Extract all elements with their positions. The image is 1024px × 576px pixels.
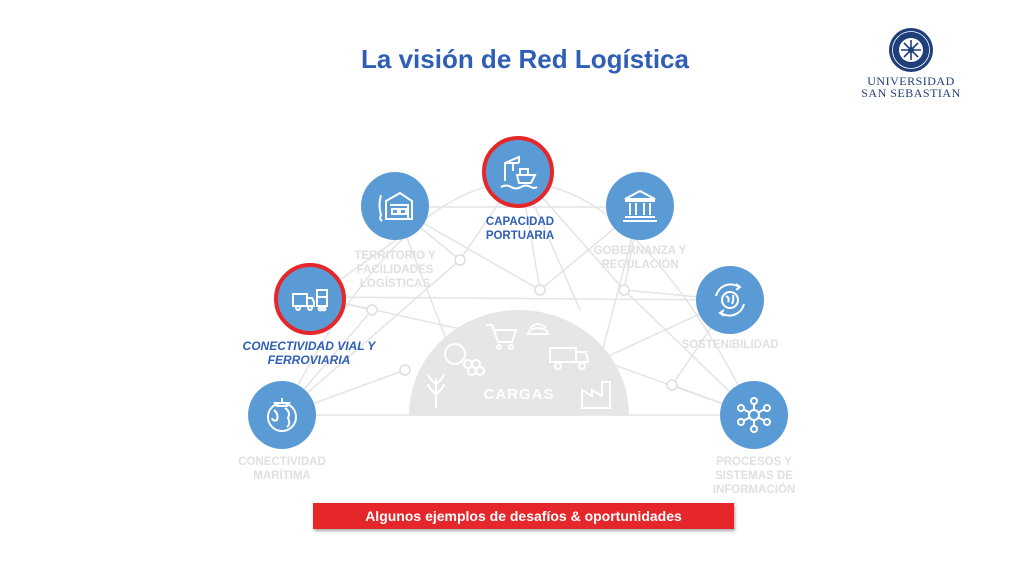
port-crane-icon <box>500 155 538 190</box>
node-conectividad-vial <box>274 263 346 335</box>
label-capacidad-portuaria: CAPACIDAD PORTUARIA <box>485 216 555 242</box>
cargo-icons <box>427 323 611 409</box>
page-title: La visión de Red Logística <box>361 44 689 74</box>
truck-train-icon <box>292 289 328 312</box>
node-gobernanza <box>606 172 674 240</box>
label-sostenibilidad: SOSTENIBILIDAD <box>681 339 779 351</box>
warehouse-icon <box>378 191 413 222</box>
recycle-globe-icon <box>715 283 745 317</box>
label-procesos: PROCESOS Y SISTEMAS DE INFORMACIÓN <box>712 456 796 496</box>
network-hub-icon <box>737 397 771 433</box>
node-conectividad-maritima <box>248 381 316 449</box>
node-procesos <box>720 381 788 449</box>
label-territorio: TERRITORIO Y FACILIDADES LOGÍSTICAS <box>354 250 436 290</box>
challenges-banner: Algunos ejemplos de desafíos & oportunid… <box>313 503 734 529</box>
cargas-label: CARGAS <box>483 386 555 403</box>
logo-text-line1: UNIVERSIDAD <box>867 74 955 88</box>
university-logo <box>889 28 933 72</box>
government-building-icon <box>623 189 657 222</box>
label-conectividad-maritima: CONECTIVIDAD MARÍTIMA <box>238 456 326 482</box>
label-gobernanza: GOBERNANZA Y REGULACIÓN <box>593 245 687 271</box>
cargas-dome <box>409 310 629 415</box>
node-capacidad-portuaria <box>482 136 554 208</box>
node-territorio <box>361 172 429 240</box>
logo-text-line2: SAN SEBASTIAN <box>861 86 961 100</box>
globe-ship-icon <box>267 398 297 432</box>
label-conectividad-vial: CONECTIVIDAD VIAL Y FERROVIARIA <box>242 339 376 367</box>
node-sostenibilidad <box>696 266 764 334</box>
